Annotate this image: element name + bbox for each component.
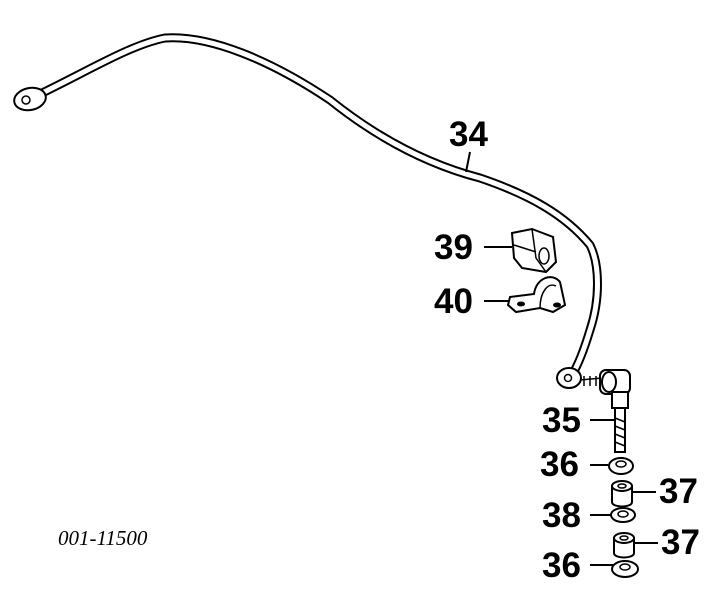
callout-40: 40 bbox=[434, 282, 473, 321]
bushing-39 bbox=[510, 227, 558, 274]
washer-36-lower bbox=[611, 560, 639, 578]
callout-38: 38 bbox=[542, 496, 581, 535]
bushing-37-lower bbox=[613, 532, 635, 559]
callout-37-upper: 37 bbox=[659, 472, 698, 511]
washer-36-upper bbox=[608, 457, 634, 475]
callout-36-lower: 36 bbox=[542, 546, 581, 585]
drawing-code: 001-11500 bbox=[58, 526, 148, 550]
stabilizer-bar bbox=[13, 33, 602, 389]
callout-36-upper: 36 bbox=[540, 445, 579, 484]
washer-38 bbox=[610, 507, 636, 523]
callout-37-lower: 37 bbox=[661, 523, 700, 562]
leader-34 bbox=[465, 151, 471, 173]
callout-35: 35 bbox=[542, 401, 581, 440]
bushing-37-upper bbox=[611, 480, 633, 508]
callout-39: 39 bbox=[434, 228, 473, 267]
bracket-40 bbox=[506, 276, 567, 314]
callout-34: 34 bbox=[449, 115, 488, 154]
leader-lines bbox=[465, 151, 658, 566]
stabilizer-link-35 bbox=[579, 369, 631, 453]
